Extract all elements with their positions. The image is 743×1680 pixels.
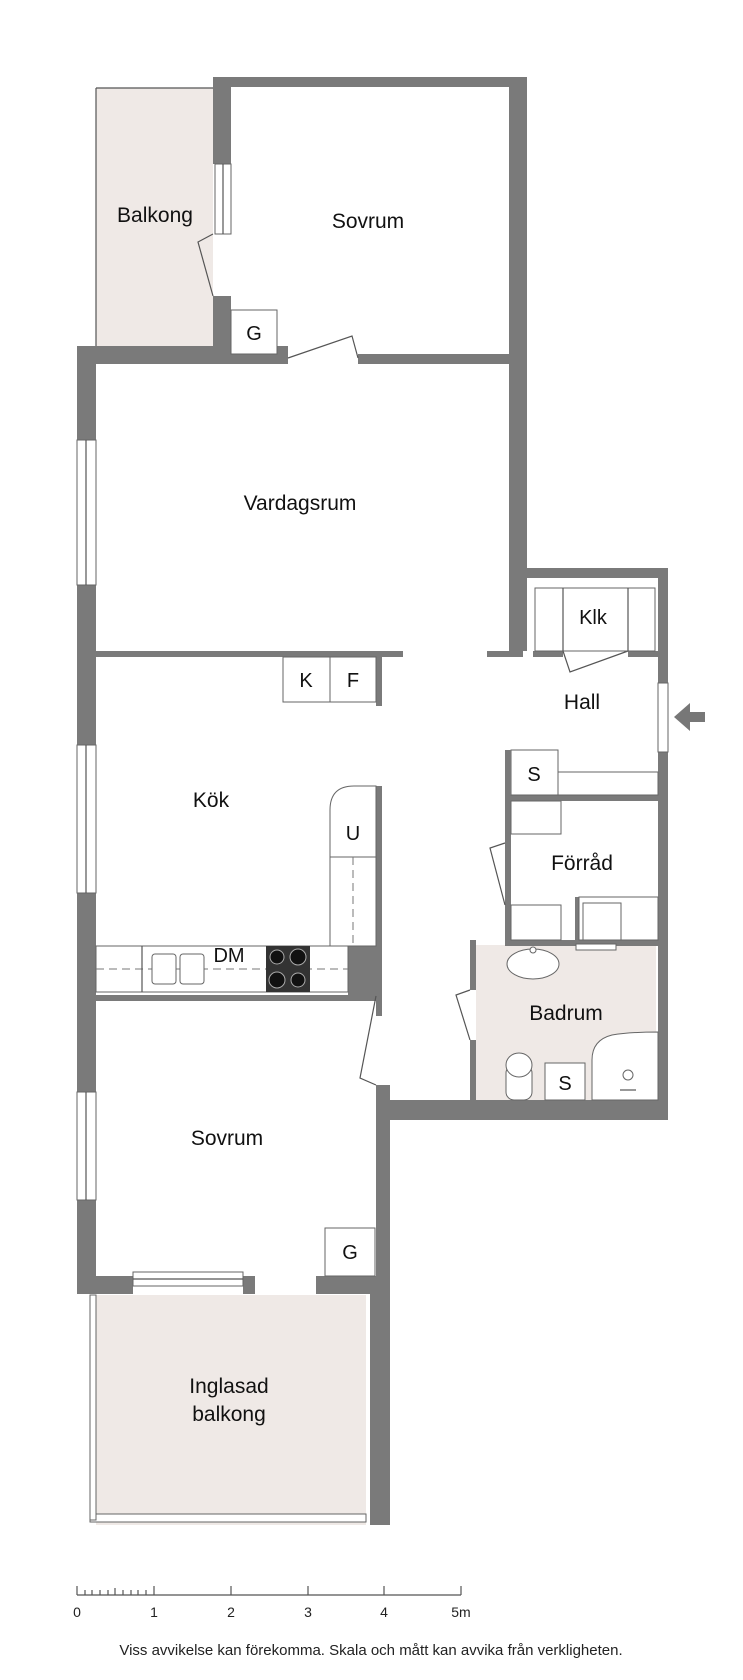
- entrance-arrow-icon: [674, 703, 705, 731]
- freezer-f: [329, 656, 377, 703]
- balcony-area: [96, 88, 213, 346]
- dishwasher-dm-label: DM: [213, 945, 244, 967]
- hall-closet-s-label: S: [527, 764, 540, 786]
- label-balkong: Balkong: [117, 204, 193, 227]
- scale-tick-3: 3: [304, 1604, 312, 1620]
- scale-tick-2: 2: [227, 1604, 235, 1620]
- scale-tick-5: 5m: [451, 1604, 470, 1620]
- label-hall: Hall: [564, 691, 600, 714]
- label-sovrum-top: Sovrum: [332, 210, 404, 233]
- windows: [76, 163, 367, 1523]
- freezer-f-label: F: [347, 670, 359, 692]
- shower-area: [591, 1031, 659, 1101]
- oven-u-label: U: [346, 823, 360, 845]
- fridge-k: [282, 656, 331, 703]
- bath-cabinet-s-label: S: [558, 1073, 571, 1095]
- bath-cabinet-s: [544, 1062, 586, 1101]
- closet-g-top: [230, 309, 278, 355]
- label-sovrum-bottom: Sovrum: [191, 1127, 263, 1150]
- scale-tick-4: 4: [380, 1604, 388, 1620]
- label-vardagsrum: Vardagsrum: [244, 492, 357, 515]
- label-klk: Klk: [579, 607, 608, 629]
- label-forrad: Förråd: [551, 852, 613, 875]
- doors: [197, 233, 669, 1086]
- disclaimer: Viss avvikelse kan förekomma. Skala och …: [119, 1642, 622, 1659]
- label-inglasad: Inglasad: [189, 1375, 268, 1398]
- fixtures: G G K F U DM S: [95, 309, 705, 1277]
- closet-g-top-label: G: [246, 323, 262, 345]
- label-balkong-glazed: balkong: [192, 1403, 266, 1426]
- closet-g-bottom: [324, 1227, 376, 1277]
- fridge-k-label: K: [299, 670, 313, 692]
- label-badrum: Badrum: [529, 1002, 603, 1025]
- room-labels: Balkong Sovrum Vardagsrum Klk Hall Kök F…: [117, 204, 613, 1426]
- scale-tick-1: 1: [150, 1604, 158, 1620]
- scale-tick-0: 0: [73, 1604, 81, 1620]
- scale-bar: 0 1 2 3 4 5m: [73, 1586, 471, 1620]
- label-kok: Kök: [193, 789, 230, 812]
- closet-g-bottom-label: G: [342, 1242, 358, 1264]
- glazed-balcony-area: [96, 1295, 366, 1525]
